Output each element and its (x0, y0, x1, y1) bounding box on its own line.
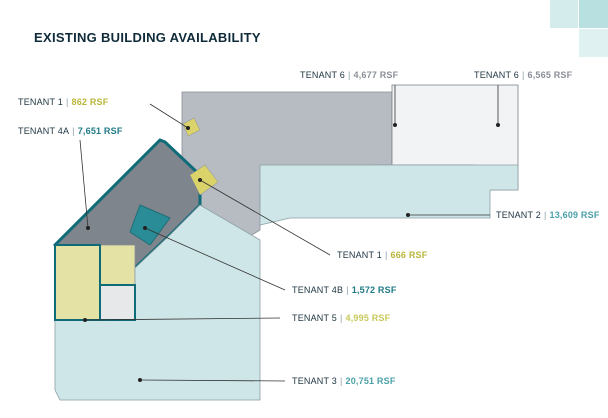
label-tenant6-b: TENANT 6|6,565 RSF (474, 70, 573, 80)
page-title: EXISTING BUILDING AVAILABILITY (34, 30, 261, 45)
label-tenant5: TENANT 5|4,995 RSF (292, 313, 391, 323)
tenant2-area (259, 164, 519, 226)
tenant1-area (189, 164, 219, 196)
tenant-area: 1,572 RSF (351, 285, 397, 295)
tenant-area: 666 RSF (390, 250, 428, 260)
label-tenant1-b: TENANT 1|666 RSF (337, 250, 428, 260)
tenant-name: TENANT 6 (300, 70, 345, 80)
tenant-name: TENANT 3 (292, 376, 337, 386)
label-tenant4a: TENANT 4A|7,651 RSF (18, 126, 123, 136)
tenant-area: 862 RSF (71, 97, 109, 107)
tenant-area: 6,565 RSF (527, 70, 573, 80)
tenant-name: TENANT 1 (337, 250, 382, 260)
tenant-name: TENANT 2 (496, 210, 541, 220)
tenant5-outline (99, 284, 136, 321)
tenant-name: TENANT 1 (18, 97, 63, 107)
tenant-area: 7,651 RSF (77, 126, 123, 136)
tenant-area: 20,751 RSF (345, 376, 396, 386)
label-tenant3: TENANT 3|20,751 RSF (292, 376, 396, 386)
tenant4b-area (129, 204, 171, 246)
tenant-area: 4,677 RSF (353, 70, 399, 80)
tenant1-small-area (182, 117, 201, 137)
tenant-name: TENANT 5 (292, 313, 337, 323)
tenant-name: TENANT 4A (18, 126, 70, 136)
tenant-name: TENANT 6 (474, 70, 519, 80)
label-tenant1-a: TENANT 1|862 RSF (18, 97, 109, 107)
label-tenant4b: TENANT 4B|1,572 RSF (292, 285, 397, 295)
label-tenant2: TENANT 2|13,609 RSF (496, 210, 600, 220)
tenant-name: TENANT 4B (292, 285, 344, 295)
tenant-area: 4,995 RSF (345, 313, 391, 323)
label-tenant6-a: TENANT 6|4,677 RSF (300, 70, 399, 80)
tenant-area: 13,609 RSF (549, 210, 600, 220)
